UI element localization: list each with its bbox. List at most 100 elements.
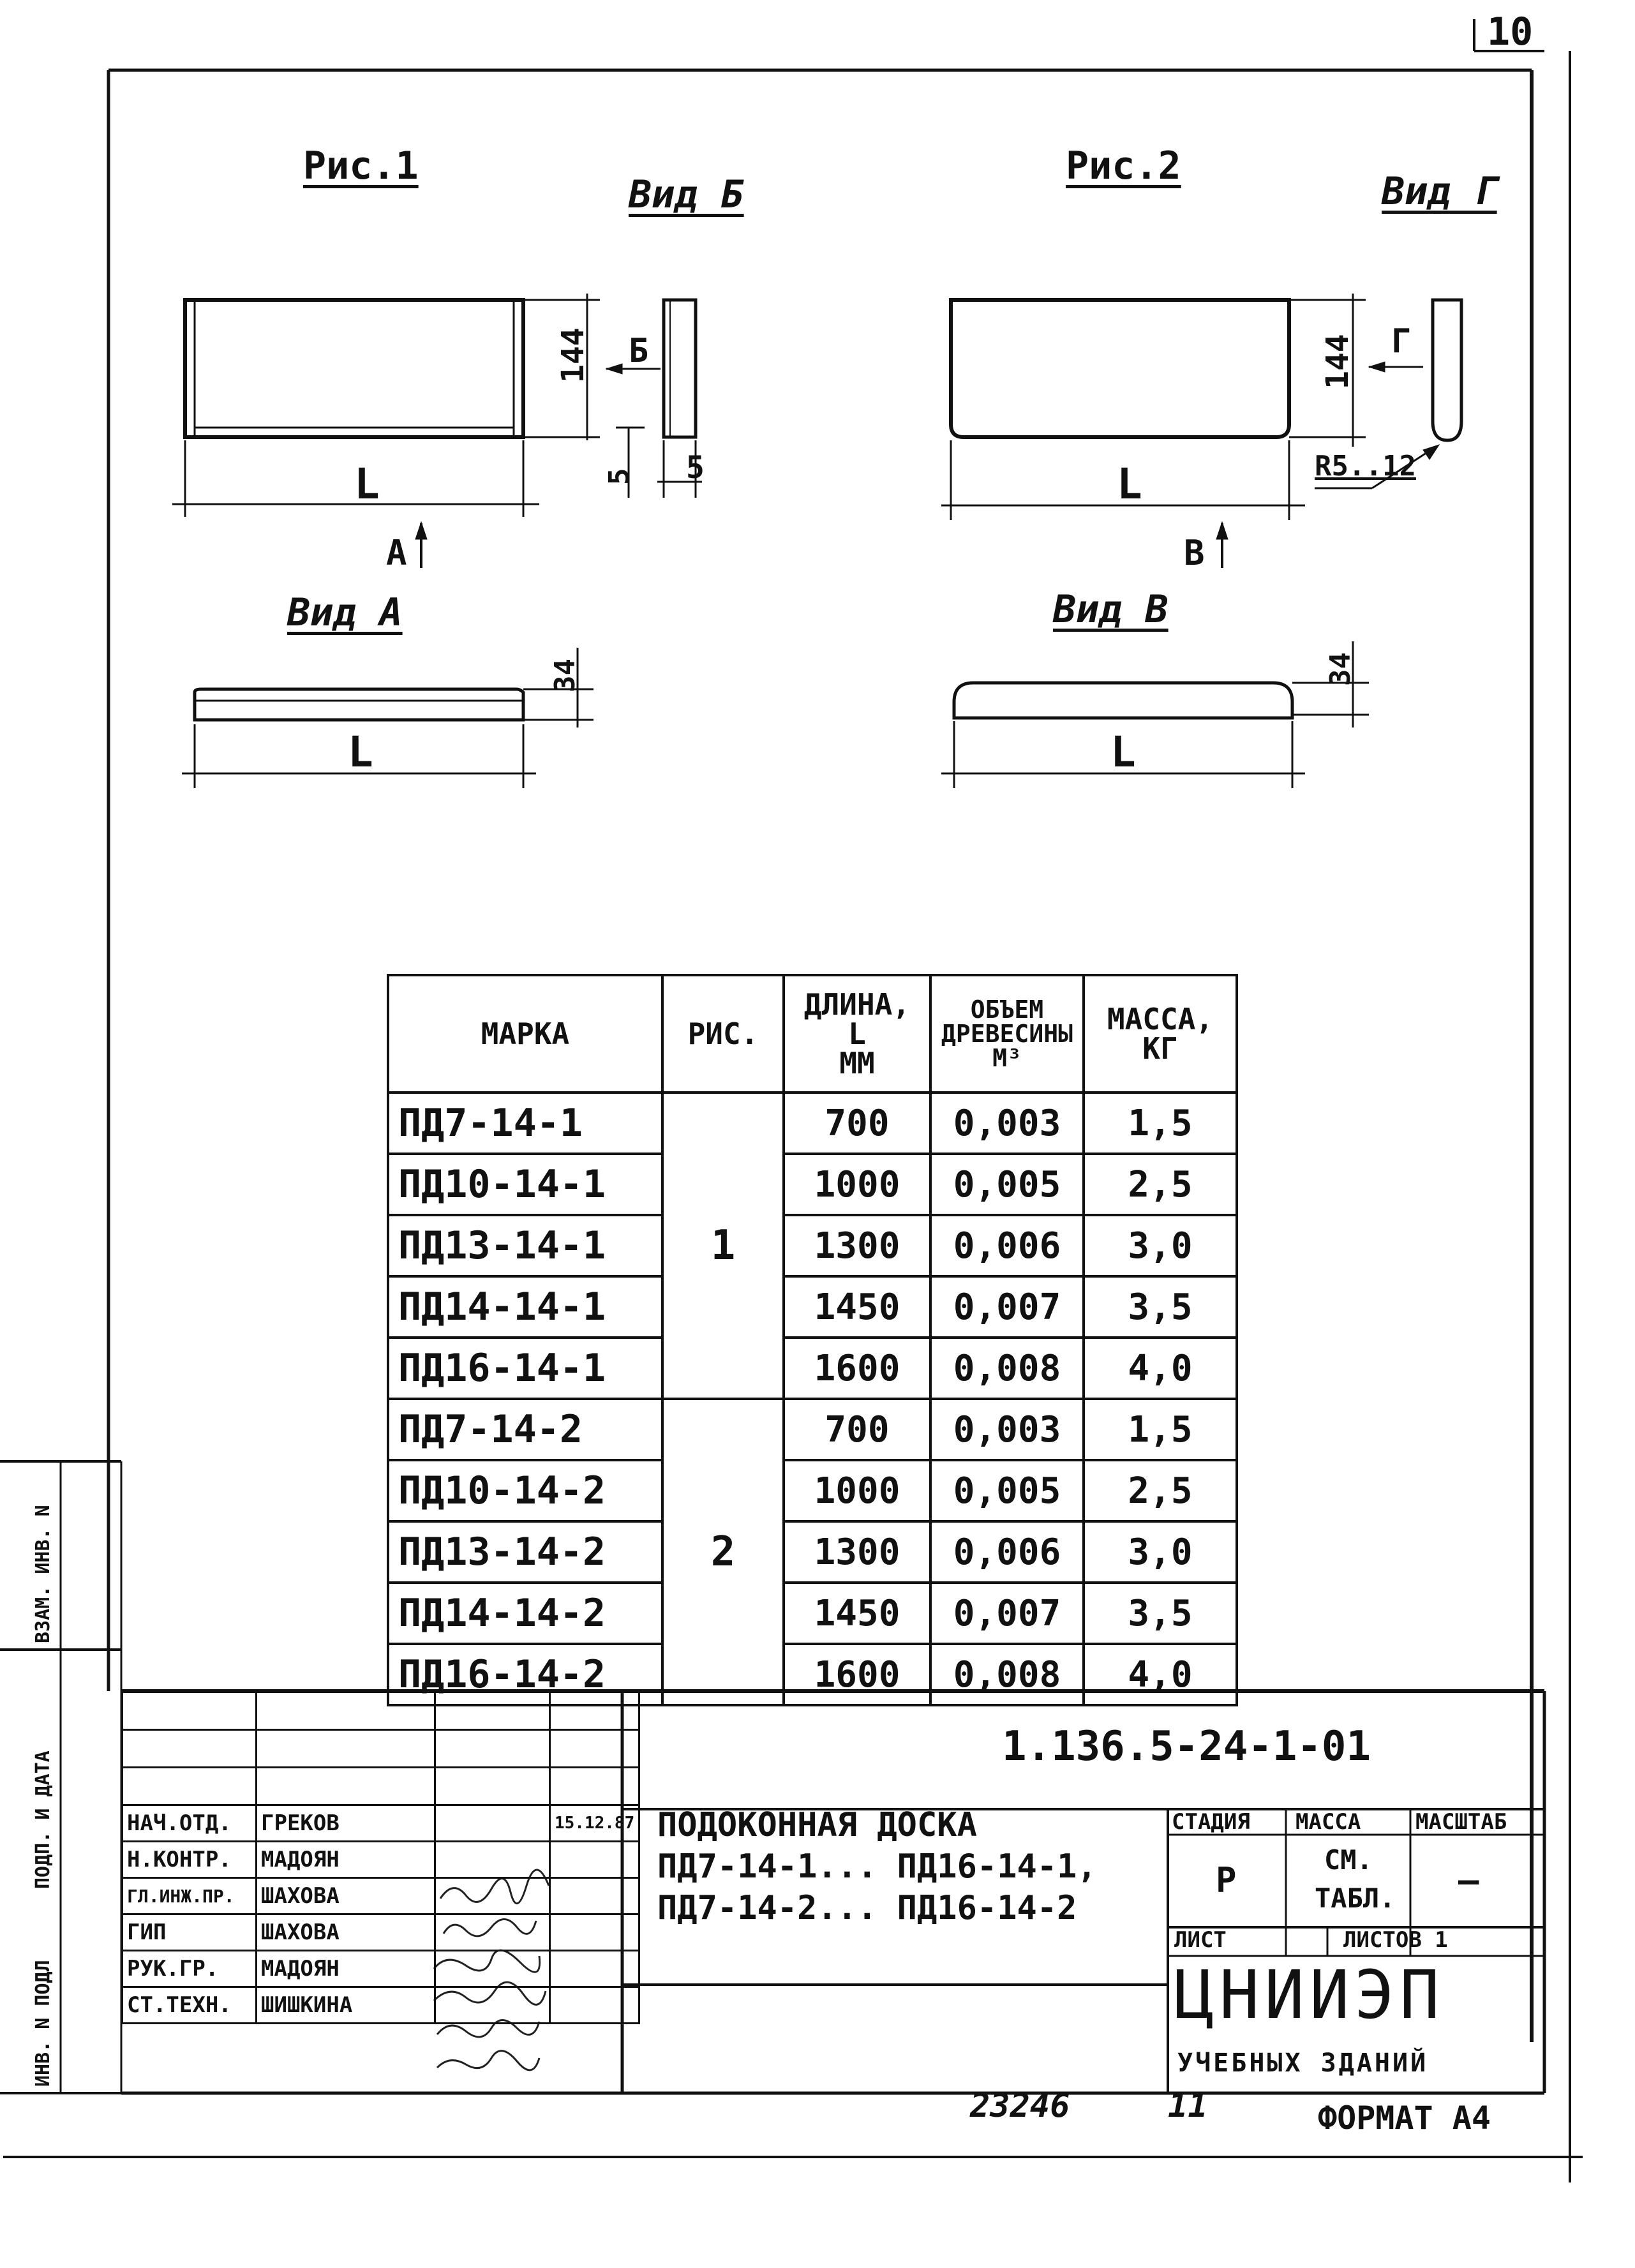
signature-name: МАДОЯН [255,1950,436,1988]
signature-date [548,1877,641,1915]
cell-mark: ПД10-14-2 [387,1459,664,1523]
table-row: ПД13-14-1 1300 0,006 3,0 [387,1214,1238,1278]
fig1-view-side-title: Вид Б [629,172,744,217]
header-fig: РИС. [661,974,785,1094]
header-length-line-1: ДЛИНА, [803,987,911,1022]
spec-header-row: МАРКА РИС. ДЛИНА, L ММ ОБЪЕМ ДРЕВЕСИНЫ М… [387,974,1238,1094]
cell-length: 1000 [782,1153,932,1216]
cell-volume: 0,008 [929,1643,1085,1706]
header-length: ДЛИНА, L ММ [782,974,932,1094]
spec-table: МАРКА РИС. ДЛИНА, L ММ ОБЪЕМ ДРЕВЕСИНЫ М… [387,974,1238,1706]
fig2-view-side-title: Вид Г [1382,169,1497,214]
copy-mark: 11 [1168,2087,1208,2125]
cell-mass: 3,5 [1082,1581,1238,1645]
cell-length: 1450 [782,1581,932,1645]
cell-volume: 0,007 [929,1275,1085,1339]
cell-mark: ПД14-14-2 [387,1581,664,1645]
org-sub: УЧЕБНЫХ ЗДАНИЙ [1177,2048,1429,2078]
cell-fig: 1 [661,1091,785,1400]
cell-mass: 4,0 [1082,1643,1238,1706]
signature-name: ШИШКИНА [255,1986,436,2024]
cell-mass: 4,0 [1082,1336,1238,1400]
side-label-inv: ИНВ. N ПОДЛ [32,1960,54,2087]
header-volume-line-2: ДРЕВЕСИНЫ [941,1020,1073,1048]
signature-name: ШАХОВА [255,1913,436,1951]
signature-sign [434,1950,551,1988]
header-mark: МАРКА [387,974,664,1094]
scale-label: МАСШТАБ [1415,1809,1507,1835]
signature-row: ГЛ.ИНЖ.ПР. ШАХОВА [121,1877,641,1915]
fig1-title: Рис.1 [303,144,419,188]
stage-value: Р [1216,1860,1237,1900]
cell-volume: 0,003 [929,1398,1085,1461]
stage-label: СТАДИЯ [1172,1809,1250,1835]
cell-mark: ПД7-14-1 [387,1091,664,1155]
header-mass: МАССА, КГ [1082,974,1238,1094]
fig1-dim-height: 144 [555,327,591,383]
header-mass-line-1: МАССА, [1107,1002,1214,1036]
signature-date: 15.12.87 [548,1804,641,1842]
table-row: ПД7-14-1 1 700 0,003 1,5 [387,1091,1238,1400]
signature-sign [434,1986,551,2024]
cell-mass: 3,0 [1082,1214,1238,1278]
header-volume: ОБЪЕМ ДРЕВЕСИНЫ М³ [929,974,1085,1094]
cell-fig: 2 [661,1398,785,1706]
mass-label: МАССА [1295,1809,1361,1835]
cell-volume: 0,003 [929,1091,1085,1155]
title-line-1: ПОДОКОННАЯ ДОСКА [657,1806,977,1844]
cell-mark: ПД13-14-2 [387,1520,664,1584]
signature-role: ГИП [121,1913,257,1951]
cell-mass: 3,5 [1082,1275,1238,1339]
header-length-line-3: ММ [839,1046,875,1080]
signature-sign [434,1913,551,1951]
cell-mass: 3,0 [1082,1520,1238,1584]
cell-volume: 0,008 [929,1336,1085,1400]
signature-grid: НАЧ.ОТД. ГРЕКОВ 15.12.87 Н.КОНТР. МАДОЯН… [121,1691,641,2024]
signature-role: Н.КОНТР. [121,1840,257,1879]
fig2-arrow-front-label: В [1184,533,1205,573]
fig1-dim-small-2: 5 [686,450,705,486]
cell-length: 1300 [782,1520,932,1584]
signature-date [548,1986,641,2024]
fig1-arrow-side-label: Б [629,332,649,370]
fig1-dim-length: L [354,459,380,509]
cell-mass: 2,5 [1082,1459,1238,1523]
header-length-line-2: L [848,1017,866,1051]
signature-row: НАЧ.ОТД. ГРЕКОВ 15.12.87 [121,1804,641,1842]
sheet-number: 10 [1487,10,1534,54]
mass-value-1: СМ. [1324,1844,1373,1876]
blank-row [121,1766,641,1806]
signature-row: СТ.ТЕХН. ШИШКИНА [121,1986,641,2024]
cell-mass: 1,5 [1082,1398,1238,1461]
table-row: ПД14-14-2 1450 0,007 3,5 [387,1581,1238,1645]
header-volume-line-1: ОБЪЕМ [970,996,1044,1024]
cell-length: 1600 [782,1643,932,1706]
side-label-podp: ПОДП. И ДАТА [32,1750,54,1889]
cell-volume: 0,006 [929,1520,1085,1584]
cell-length: 1300 [782,1214,932,1278]
fig1-view-front-length: L [348,727,373,777]
signature-date [548,1950,641,1988]
cell-length: 700 [782,1398,932,1461]
cell-length: 1000 [782,1459,932,1523]
mass-value-2: ТАБЛ. [1315,1883,1396,1914]
table-row: ПД7-14-2 2 700 0,003 1,5 [387,1398,1238,1706]
cell-mass: 2,5 [1082,1153,1238,1216]
doc-code: 1.136.5-24-1-01 [1002,1723,1371,1770]
cell-volume: 0,006 [929,1214,1085,1278]
signature-role: ГЛ.ИНЖ.ПР. [121,1877,257,1915]
table-row: ПД16-14-1 1600 0,008 4,0 [387,1336,1238,1400]
signature-date [548,1840,641,1879]
inventory-number: 23246 [970,2087,1070,2125]
cell-mark: ПД14-14-1 [387,1275,664,1339]
signature-name: МАДОЯН [255,1840,436,1879]
table-row: ПД14-14-1 1450 0,007 3,5 [387,1275,1238,1339]
fig1-arrow-front-label: А [386,533,407,573]
table-row: ПД13-14-2 1300 0,006 3,0 [387,1520,1238,1584]
title-line-2: ПД7-14-1... ПД16-14-1, [657,1847,1097,1886]
signature-role: РУК.ГР. [121,1950,257,1988]
signature-row: Н.КОНТР. МАДОЯН [121,1840,641,1879]
fig2-dim-radius: R5..12 [1315,450,1416,482]
table-row: ПД10-14-2 1000 0,005 2,5 [387,1459,1238,1523]
fig2-dim-length: L [1117,459,1142,509]
